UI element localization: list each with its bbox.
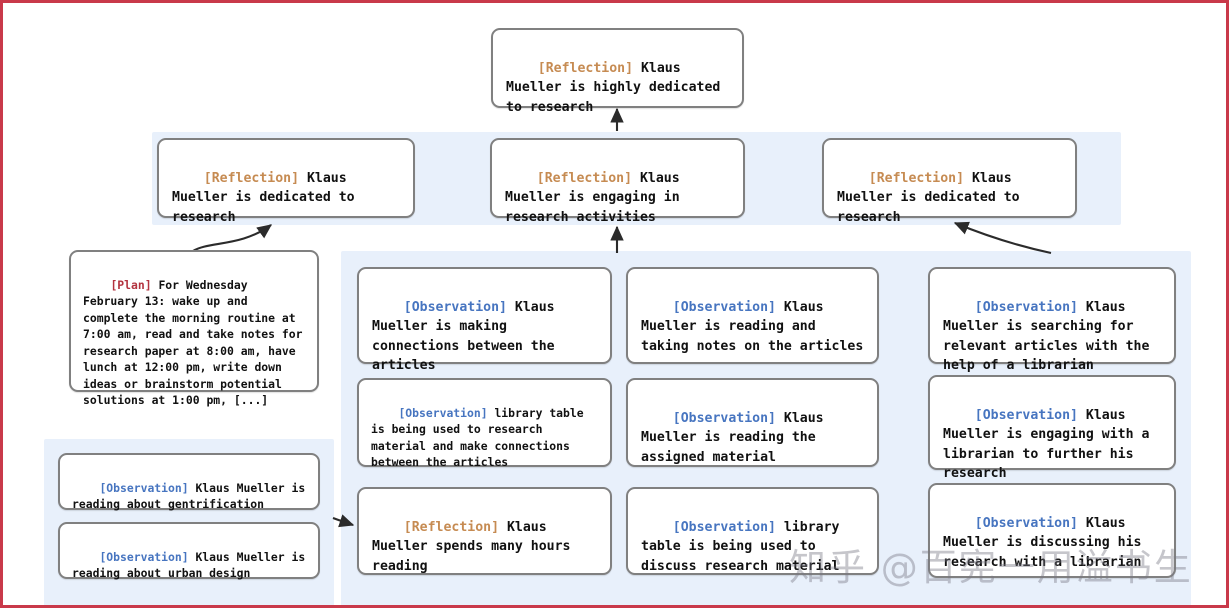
node-bottom-left-observation-2[interactable]: [Observation] Klaus Mueller is reading a… [58, 522, 320, 581]
node-text: Klaus Mueller spends many hours reading [372, 519, 579, 574]
tag-observation: [Observation] [672, 519, 776, 535]
node-top-reflection[interactable]: [Reflection] Klaus Mueller is highly ded… [491, 28, 744, 115]
node-text: Klaus Mueller is highly dedicated to res… [506, 60, 729, 115]
tag-reflection: [Reflection] [536, 170, 633, 186]
tag-observation: [Observation] [974, 407, 1078, 423]
node-col2-observation-3[interactable]: [Observation] library table is being use… [626, 487, 879, 575]
node-col2-observation-2[interactable]: [Observation] Klaus Mueller is reading t… [626, 378, 879, 467]
node-text: Klaus Mueller is searching for relevant … [943, 299, 1158, 374]
node-text: Klaus Mueller is reading about urban des… [72, 549, 313, 581]
node-col3-observation-3[interactable]: [Observation] Klaus Mueller is discussin… [928, 483, 1176, 578]
node-bottom-left-observation-1[interactable]: [Observation] Klaus Mueller is reading a… [58, 453, 320, 512]
node-col3-observation-1[interactable]: [Observation] Klaus Mueller is searching… [928, 267, 1176, 373]
node-text: Klaus Mueller is engaging in research ac… [505, 170, 688, 225]
node-reflection-2[interactable]: [Reflection] Klaus Mueller is engaging i… [490, 138, 745, 225]
watermark: 知乎 @百宪一用溢书生 [789, 546, 1193, 589]
node-text: Klaus Mueller is reading about gentrific… [72, 480, 313, 512]
tag-reflection: [Reflection] [403, 519, 500, 535]
node-text: Klaus Mueller is engaging with a librari… [943, 407, 1158, 482]
node-col1-reflection[interactable]: [Reflection] Klaus Mueller spends many h… [357, 487, 612, 575]
tag-observation: [Observation] [974, 515, 1078, 531]
tag-observation: [Observation] [403, 299, 507, 315]
tag-observation: [Observation] [398, 405, 488, 420]
tag-observation: [Observation] [99, 549, 189, 564]
node-reflection-1[interactable]: [Reflection] Klaus Mueller is dedicated … [157, 138, 415, 225]
node-text: Klaus Mueller is dedicated to research [172, 170, 363, 225]
node-text: Klaus Mueller is making connections betw… [372, 299, 563, 374]
tag-plan: [Plan] [110, 277, 152, 292]
node-reflection-3[interactable]: [Reflection] Klaus Mueller is dedicated … [822, 138, 1077, 225]
node-text: Klaus Mueller is reading and taking note… [641, 299, 864, 354]
node-col1-observation-1[interactable]: [Observation] Klaus Mueller is making co… [357, 267, 612, 373]
tag-reflection: [Reflection] [537, 60, 634, 76]
node-plan[interactable]: [Plan] For Wednesday February 13: wake u… [69, 250, 319, 407]
tag-observation: [Observation] [672, 299, 776, 315]
node-text: Klaus Mueller is reading the assigned ma… [641, 410, 832, 465]
tag-observation: [Observation] [974, 299, 1078, 315]
node-col3-observation-2[interactable]: [Observation] Klaus Mueller is engaging … [928, 375, 1176, 481]
node-text: library table is being used to research … [371, 405, 591, 470]
tag-reflection: [Reflection] [203, 170, 300, 186]
node-text: Klaus Mueller is dedicated to research [837, 170, 1028, 225]
node-text: For Wednesday February 13: wake up and c… [83, 277, 310, 408]
tag-observation: [Observation] [99, 480, 189, 495]
tag-reflection: [Reflection] [868, 170, 965, 186]
node-text: library table is being used to discuss r… [641, 519, 848, 574]
tag-observation: [Observation] [672, 410, 776, 426]
node-text: Klaus Mueller is discussing his research… [943, 515, 1150, 570]
node-col1-observation-2[interactable]: [Observation] library table is being use… [357, 378, 612, 470]
node-col2-observation-1[interactable]: [Observation] Klaus Mueller is reading a… [626, 267, 879, 364]
